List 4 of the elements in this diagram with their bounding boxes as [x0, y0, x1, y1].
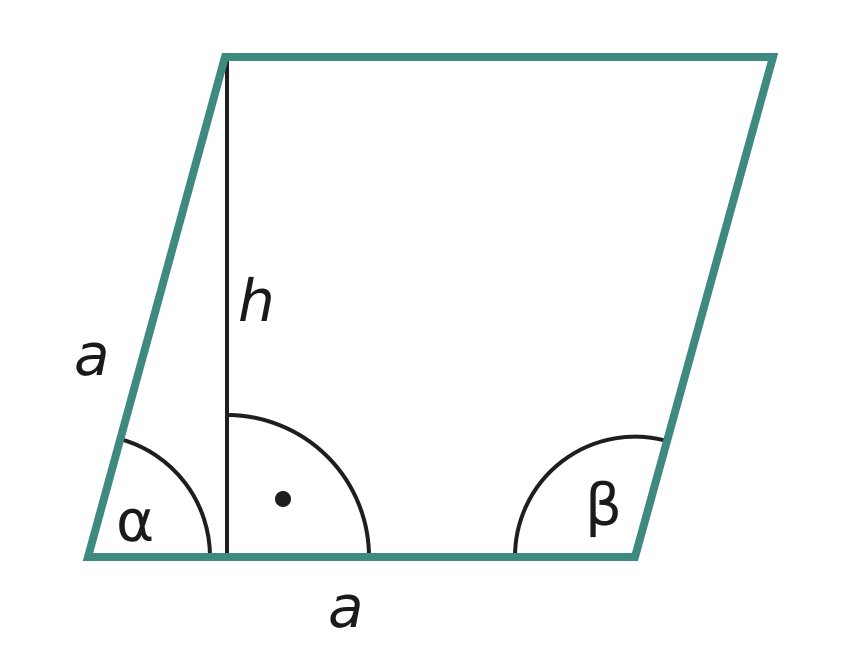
side-label: a — [74, 326, 110, 384]
height-label: h — [238, 272, 275, 330]
side-label: a — [328, 578, 364, 636]
angle-label: α — [116, 492, 154, 550]
